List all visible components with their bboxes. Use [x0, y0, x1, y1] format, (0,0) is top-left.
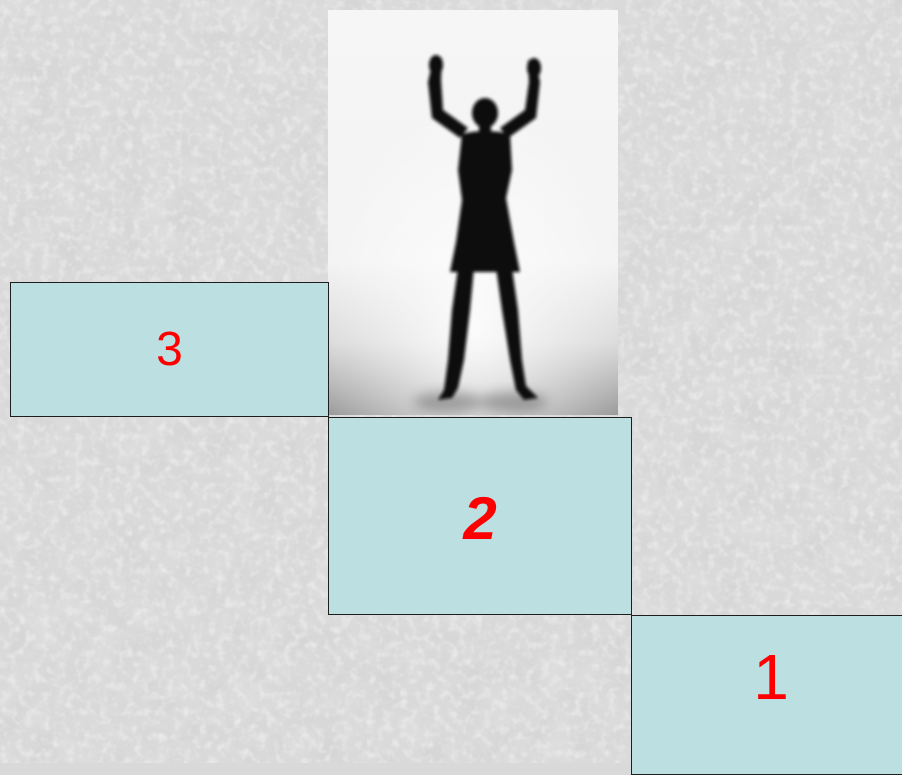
step-3-label: 3	[156, 322, 183, 377]
step-2-label: 2	[463, 484, 496, 553]
person-silhouette-icon	[328, 10, 618, 415]
step-1-block: 1	[631, 615, 902, 775]
step-2-block: 2	[328, 417, 632, 615]
step-1-label: 1	[753, 640, 789, 714]
step-3-block: 3	[10, 282, 329, 417]
silhouette-photo	[328, 10, 618, 415]
